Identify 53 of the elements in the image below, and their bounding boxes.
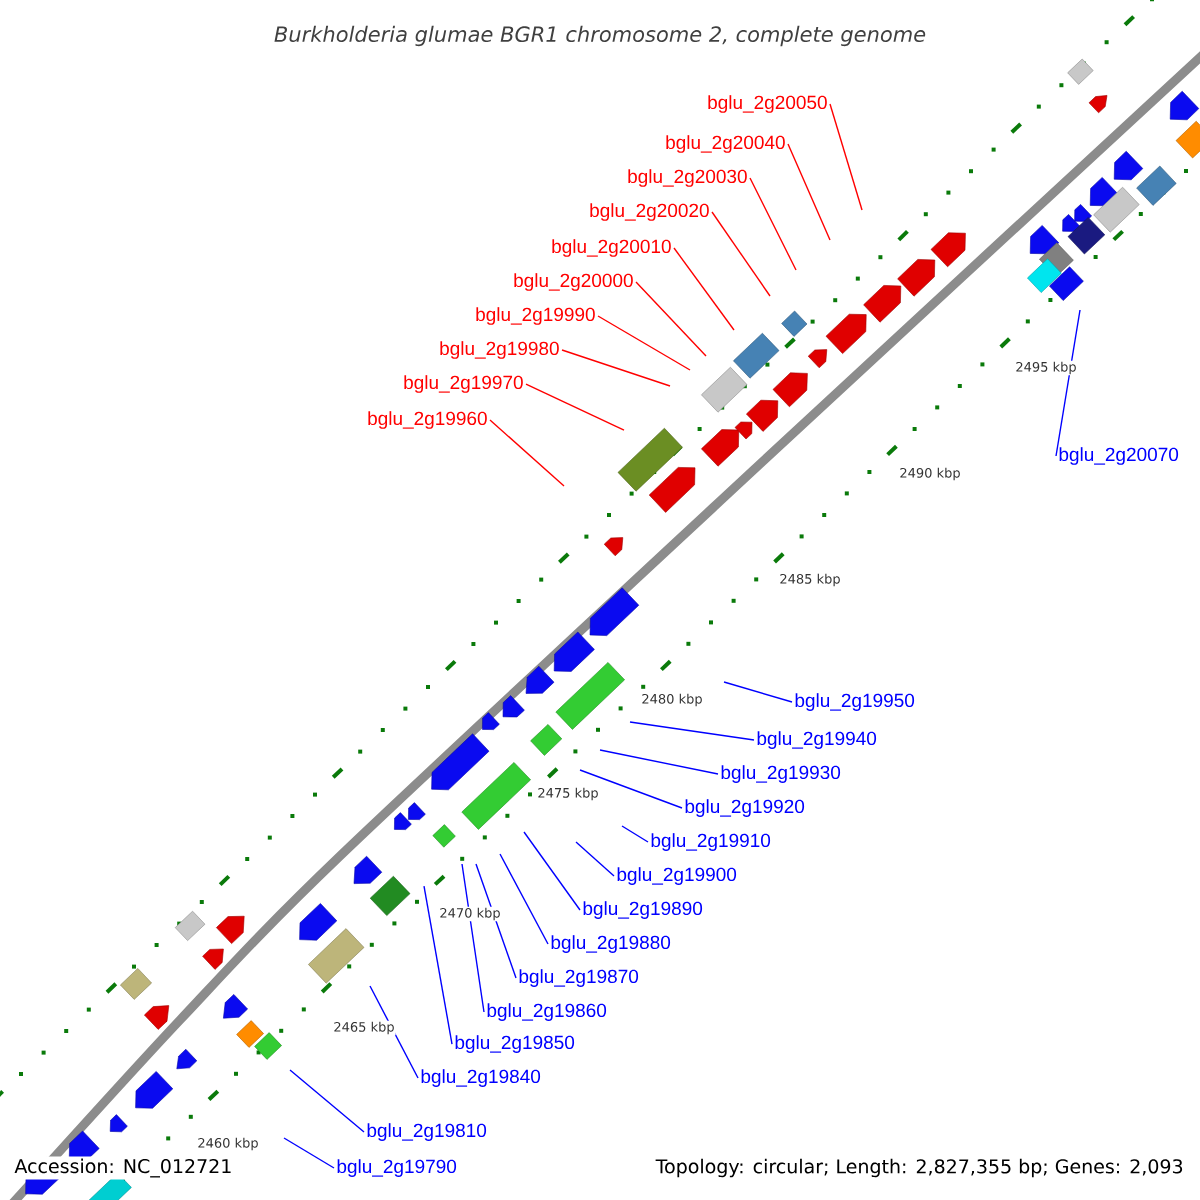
gene-label: bglu_2g19890	[583, 901, 703, 919]
leader-line	[561, 349, 671, 387]
leader-line	[787, 143, 831, 241]
leader-line	[489, 419, 565, 487]
leader-line	[523, 831, 581, 911]
leader-line	[579, 769, 683, 809]
gene-label: bglu_2g20040	[666, 135, 785, 153]
gene-label: bglu_2g19960	[368, 411, 487, 429]
leader-line	[621, 825, 649, 843]
gene-label: bglu_2g19850	[455, 1035, 575, 1053]
leader-line	[289, 1069, 365, 1133]
gene-label: bglu_2g19810	[367, 1123, 487, 1141]
leader-line	[673, 247, 735, 331]
leader-line	[1055, 309, 1081, 457]
leader-line	[599, 749, 719, 775]
gene-label: bglu_2g19840	[421, 1069, 541, 1087]
gene-label: bglu_2g20020	[590, 203, 709, 221]
gene-label: bglu_2g19940	[757, 731, 877, 749]
leader-line	[629, 721, 755, 741]
leader-line	[475, 863, 517, 979]
leader-line	[423, 885, 453, 1045]
gene-label: bglu_2g19880	[551, 935, 671, 953]
title: Burkholderia glumae BGR1 chromosome 2, complete genome	[274, 25, 926, 47]
genome-info-text: Topology: circular; Length: 2,827,355 bp; Genes: 2,093	[653, 1156, 1186, 1180]
gene-label: bglu_2g19970	[404, 375, 523, 393]
gene-label: bglu_2g20000	[514, 273, 633, 291]
gene-label: bglu_2g19900	[617, 867, 737, 885]
leader-line	[525, 383, 625, 431]
leader-line	[283, 1137, 335, 1169]
leader-line	[461, 863, 485, 1013]
gene-label: bglu_2g19990	[476, 307, 595, 325]
gene-label: bglu_2g19870	[519, 969, 639, 987]
leader-line	[499, 853, 549, 945]
gene-label: bglu_2g19950	[795, 693, 915, 711]
gene-label: bglu_2g19920	[685, 799, 805, 817]
leader-line	[635, 281, 707, 357]
gene-label: bglu_2g19860	[487, 1003, 607, 1021]
leader-line	[711, 211, 771, 297]
leader-line	[723, 681, 793, 703]
gene-label: bglu_2g19910	[651, 833, 771, 851]
gene-label: bglu_2g20070	[1059, 447, 1179, 465]
gene-label: bglu_2g20030	[628, 169, 747, 187]
leader-line	[575, 841, 615, 877]
leader-line	[369, 985, 419, 1079]
leader-line	[829, 103, 863, 211]
gene-label: bglu_2g20010	[552, 239, 671, 257]
gene-label: bglu_2g20050	[708, 95, 827, 113]
accession-text: Accession: NC_012721	[12, 1156, 235, 1180]
gene-label: bglu_2g19790	[337, 1159, 457, 1177]
leader-line	[597, 315, 691, 371]
leader-line	[749, 177, 797, 271]
gene-label: bglu_2g19980	[440, 341, 559, 359]
gene-label: bglu_2g19930	[721, 765, 841, 783]
